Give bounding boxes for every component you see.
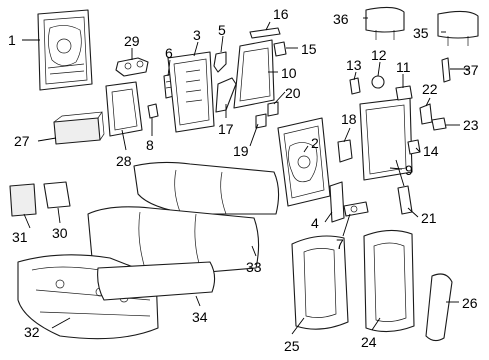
part-10-pad-panel (233, 39, 275, 109)
callout-13: 13 (346, 57, 362, 73)
part-17-bracket (215, 77, 237, 113)
callout-4: 4 (311, 215, 319, 231)
callout-8: 8 (146, 137, 154, 153)
part-12-clip (371, 75, 385, 89)
callout-22: 22 (422, 81, 438, 97)
part-23-clip (431, 117, 447, 131)
part-14-clip (407, 139, 421, 155)
callout-6: 6 (165, 45, 173, 61)
part-seat-cushion-upper (133, 161, 280, 215)
part-25-seatback-foam (291, 235, 349, 330)
part-22-clip (419, 103, 433, 125)
callout-labels: 1 2 3 4 5 6 7 8 9 10 11 12 13 14 15 16 1… (8, 6, 479, 354)
callout-5: 5 (218, 22, 226, 38)
callout-16: 16 (273, 6, 289, 22)
part-27-armrest (53, 111, 105, 145)
part-31-block (9, 183, 37, 217)
part-16-trim-strip (249, 27, 281, 39)
leader-lines (22, 17, 470, 335)
callout-28: 28 (116, 153, 132, 169)
callout-25: 25 (284, 338, 300, 354)
callout-18: 18 (341, 111, 357, 127)
callout-14: 14 (423, 143, 439, 159)
callout-15: 15 (301, 41, 317, 57)
part-37-pin (441, 57, 451, 83)
callout-27: 27 (14, 133, 30, 149)
callout-30: 30 (52, 225, 68, 241)
part-30-block (43, 181, 71, 209)
callout-31: 31 (12, 229, 28, 245)
part-28-frame (105, 81, 143, 137)
part-24-seatback-foam (363, 229, 415, 333)
callout-17: 17 (218, 121, 234, 137)
callout-23: 23 (463, 117, 479, 133)
part-19-bracket (255, 113, 267, 129)
callout-20: 20 (285, 85, 301, 101)
part-9-back-cover (359, 97, 413, 181)
part-36-headrest (365, 6, 405, 40)
callout-3: 3 (193, 27, 201, 43)
part-29-bracket (115, 57, 149, 77)
part-11-bracket (395, 85, 413, 101)
part-2-seatback-frame-right (277, 117, 331, 207)
callout-29: 29 (124, 33, 140, 49)
callout-11: 11 (396, 59, 411, 75)
part-18-clip (337, 139, 353, 163)
callout-32: 32 (24, 324, 40, 340)
callout-26: 26 (462, 295, 478, 311)
part-20-bracket (267, 101, 279, 117)
part-26-side-bolster (425, 273, 453, 342)
part-35-headrest (437, 10, 479, 46)
part-3-center-panel (167, 51, 215, 133)
part-5-bracket (213, 51, 227, 73)
callout-1: 1 (8, 32, 16, 48)
callout-24: 24 (361, 334, 377, 350)
part-1-seatback-frame-left (37, 9, 93, 91)
callout-35: 35 (413, 25, 429, 41)
callout-37: 37 (463, 62, 479, 78)
callout-36: 36 (333, 11, 349, 27)
callout-33: 33 (246, 259, 262, 275)
part-13-clip (349, 77, 361, 95)
part-15-clip (273, 41, 287, 57)
callout-12: 12 (371, 47, 387, 63)
part-7-bolt (343, 201, 369, 217)
callout-34: 34 (192, 309, 208, 325)
callout-19: 19 (233, 143, 249, 159)
part-34-cushion-pad (97, 261, 216, 301)
callout-21: 21 (421, 210, 437, 226)
callout-9: 9 (405, 162, 413, 178)
callout-2: 2 (311, 135, 319, 151)
callout-7: 7 (336, 236, 344, 252)
part-4-bracket (329, 181, 345, 223)
part-8-clip (147, 103, 159, 119)
callout-10: 10 (281, 65, 297, 81)
